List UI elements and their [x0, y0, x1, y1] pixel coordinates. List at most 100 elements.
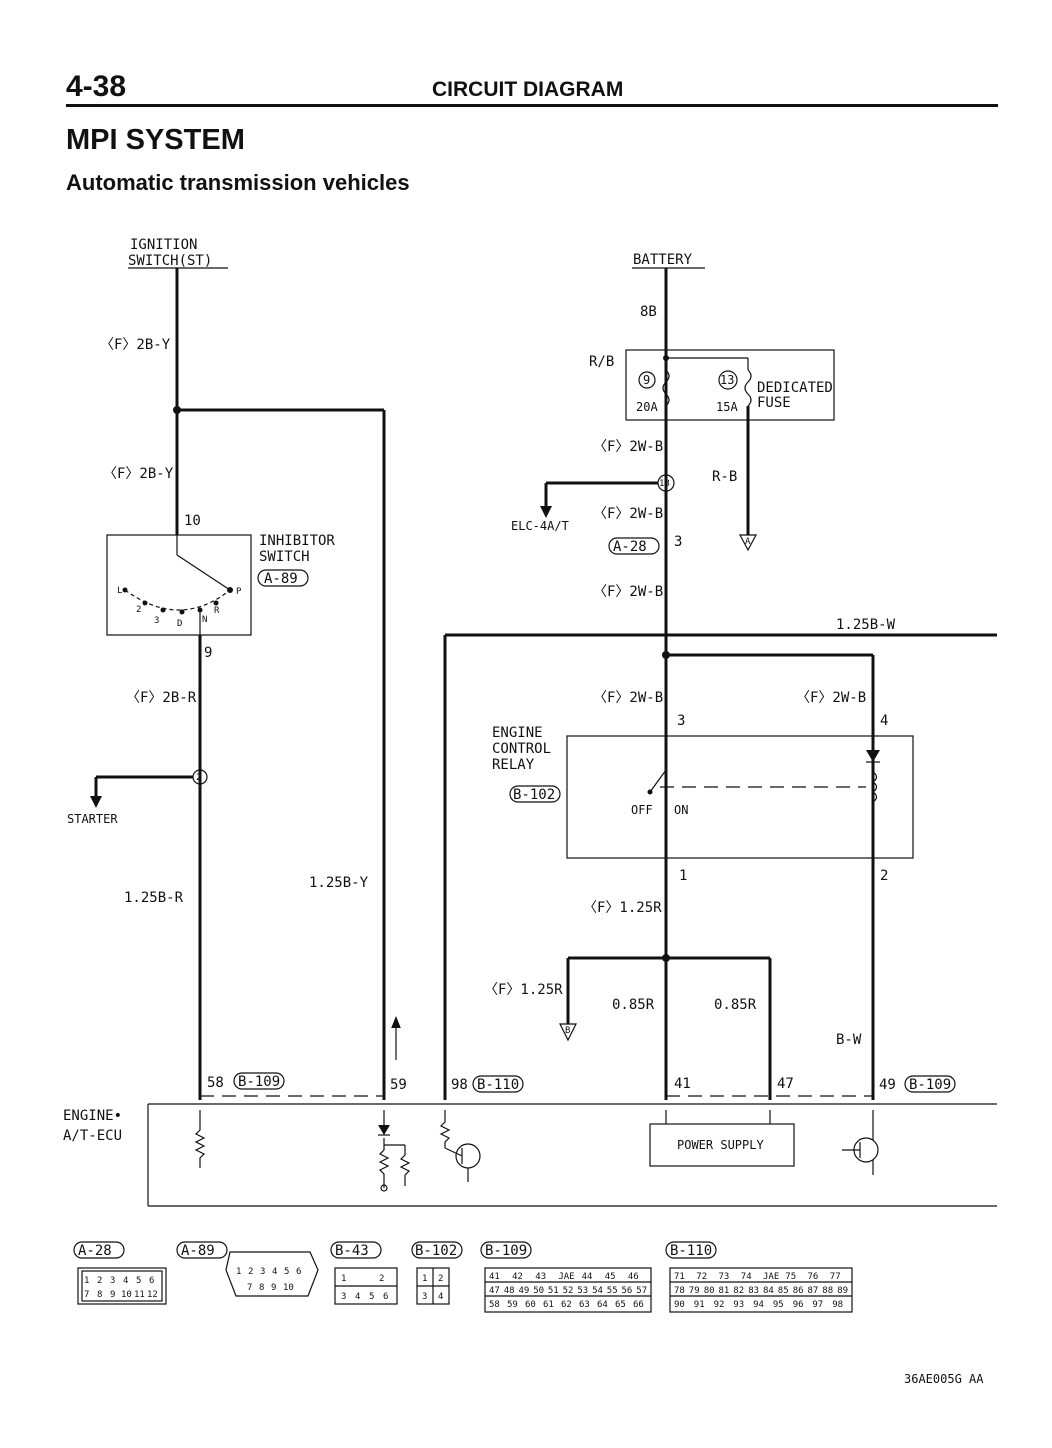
pin-ecu-98: 98 — [451, 1077, 468, 1093]
b109-pin-41: 41 — [489, 1272, 500, 1282]
b109-pin-57: 57 — [636, 1286, 647, 1296]
b109-pin-55: 55 — [607, 1286, 618, 1296]
pin-ecu-47: 47 — [777, 1076, 794, 1092]
b43-pin-1: 1 — [341, 1274, 346, 1284]
a89-pin-1: 1 — [236, 1267, 241, 1277]
system-title: MPI SYSTEM — [66, 124, 245, 156]
b109-pin-61: 61 — [543, 1300, 554, 1310]
b110-pin-74: 74 — [741, 1272, 752, 1282]
ecr-label-line1: ENGINE — [492, 725, 543, 741]
dedicated-fuse-box — [625, 349, 835, 421]
elc-label: ELC-4A/T — [511, 519, 569, 533]
a89-pin-4: 4 — [272, 1267, 277, 1277]
b109-pin-49: 49 — [519, 1286, 530, 1296]
b109-pin-51: 51 — [548, 1286, 559, 1296]
b110-pin-83: 83 — [748, 1286, 759, 1296]
b110-pin-95: 95 — [773, 1300, 784, 1310]
wire-label-8b: 8B — [640, 304, 657, 320]
b110-pin-75: 75 — [785, 1272, 796, 1282]
system-subtitle: Automatic transmission vehicles — [66, 170, 410, 195]
pin-ecu-59: 59 — [390, 1077, 407, 1093]
pin-ecu-58: 58 — [207, 1075, 224, 1091]
section-title: CIRCUIT DIAGRAM — [432, 78, 624, 101]
connector-b109-label-1: B-109 — [238, 1074, 280, 1090]
b43-pin-4: 4 — [355, 1292, 360, 1302]
b109-pin-59: 59 — [507, 1300, 518, 1310]
page-number: 4-38 — [66, 70, 127, 103]
pin-inhibitor-9: 9 — [204, 645, 212, 661]
a89-pin-5: 5 — [284, 1267, 289, 1277]
inhibitor-switch — [106, 534, 252, 636]
power-supply-label: POWER SUPPLY — [677, 1138, 764, 1152]
b110-pin-72: 72 — [696, 1272, 707, 1282]
b110-pin-87: 87 — [808, 1286, 819, 1296]
inhibitor-connector-a89: A-89 — [264, 571, 298, 587]
a89-pin-2: 2 — [248, 1267, 253, 1277]
fuse-13-number: 13 — [720, 373, 734, 387]
wire-label-f2by-1: 〈F〉2B-Y — [100, 337, 171, 353]
starter-label: STARTER — [67, 812, 118, 826]
b109-pin-63: 63 — [579, 1300, 590, 1310]
pin-starter-2: 2 — [196, 773, 201, 783]
wire-label-085r-2: 0.85R — [714, 997, 757, 1013]
wire-label-f2by-2: 〈F〉2B-Y — [103, 466, 174, 482]
junction-18: 18 — [659, 479, 670, 489]
inhibitor-label-line2: SWITCH — [259, 549, 310, 565]
connector-b102-title: B-102 — [415, 1243, 457, 1259]
b109-pin-43: 43 — [535, 1272, 546, 1282]
ignition-switch-label-line2: SWITCH(ST) — [128, 253, 212, 269]
inhibitor-label-line1: INHIBITOR — [259, 533, 335, 549]
ignition-switch-label-line1: IGNITION — [130, 237, 197, 253]
b102-pin-2: 2 — [438, 1274, 443, 1284]
fuse-13-amp: 15A — [716, 400, 738, 414]
figure-code: 36AE005G AA — [904, 1372, 984, 1386]
b110-pin-77: 77 — [830, 1272, 841, 1282]
inhibitor-pos-n: N — [202, 615, 207, 625]
b109-pin-64: 64 — [597, 1300, 608, 1310]
b110-pin-85: 85 — [778, 1286, 789, 1296]
engine-control-relay — [566, 735, 914, 859]
wire-label-f2br: 〈F〉2B-R — [126, 690, 197, 706]
b109-pin-JAE: JAE — [558, 1272, 574, 1282]
connector-b110-label: B-110 — [477, 1077, 519, 1093]
a28-pin-9: 9 — [110, 1290, 115, 1300]
inhibitor-pos-p: P — [236, 587, 242, 597]
inhibitor-pos-l: L — [117, 586, 122, 596]
ecr-connector-b102: B-102 — [513, 787, 555, 803]
b110-pin-96: 96 — [793, 1300, 804, 1310]
b110-pin-86: 86 — [793, 1286, 804, 1296]
wire-label-125br: 1.25B-R — [124, 890, 184, 906]
wire-label-125by: 1.25B-Y — [309, 875, 369, 891]
connector-a28: A-28 1 2 3 4 5 6 7 8 9 10 11 12 — [73, 1241, 167, 1305]
dedicated-fuse-label-line2: FUSE — [757, 395, 791, 411]
wire-label-f2wb-5: 〈F〉2W-B — [796, 690, 866, 706]
ecu-label-line2: A/T-ECU — [63, 1128, 122, 1144]
wire-label-rb-top: R/B — [589, 354, 614, 370]
b102-pin-4: 4 — [438, 1292, 443, 1302]
inhibitor-pos-2: 2 — [136, 605, 141, 615]
a28-pin-11: 11 — [134, 1290, 145, 1300]
ground-mark-b: B — [565, 1026, 570, 1036]
a89-pin-7: 7 — [247, 1283, 252, 1293]
b110-pin-89: 89 — [837, 1286, 848, 1296]
ignition-switch-label: IGNITION SWITCH(ST) — [128, 237, 228, 269]
a89-pin-8: 8 — [259, 1283, 264, 1293]
b110-pin-71: 71 — [674, 1272, 685, 1282]
battery-label: BATTERY — [633, 252, 693, 268]
wire-label-125bw: 1.25B-W — [836, 617, 896, 633]
wire-label-f2wb-2: 〈F〉2W-B — [593, 506, 663, 522]
wire-label-f2wb-3: 〈F〉2W-B — [593, 584, 663, 600]
b110-pin-88: 88 — [822, 1286, 833, 1296]
b109-pin-47: 47 — [489, 1286, 500, 1296]
wire-label-bw: B-W — [836, 1032, 862, 1048]
b109-pin-46: 46 — [628, 1272, 639, 1282]
b109-pin-44: 44 — [582, 1272, 593, 1282]
connector-b43-title: B-43 — [335, 1243, 369, 1259]
inhibitor-pos-d: D — [177, 619, 182, 629]
a28-pin-7: 7 — [84, 1290, 89, 1300]
b110-pin-82: 82 — [733, 1286, 744, 1296]
pin-relay-3: 3 — [677, 713, 685, 729]
pin-ecu-41: 41 — [674, 1076, 691, 1092]
connector-a89-title: A-89 — [181, 1243, 215, 1259]
a89-pin-3: 3 — [260, 1267, 265, 1277]
